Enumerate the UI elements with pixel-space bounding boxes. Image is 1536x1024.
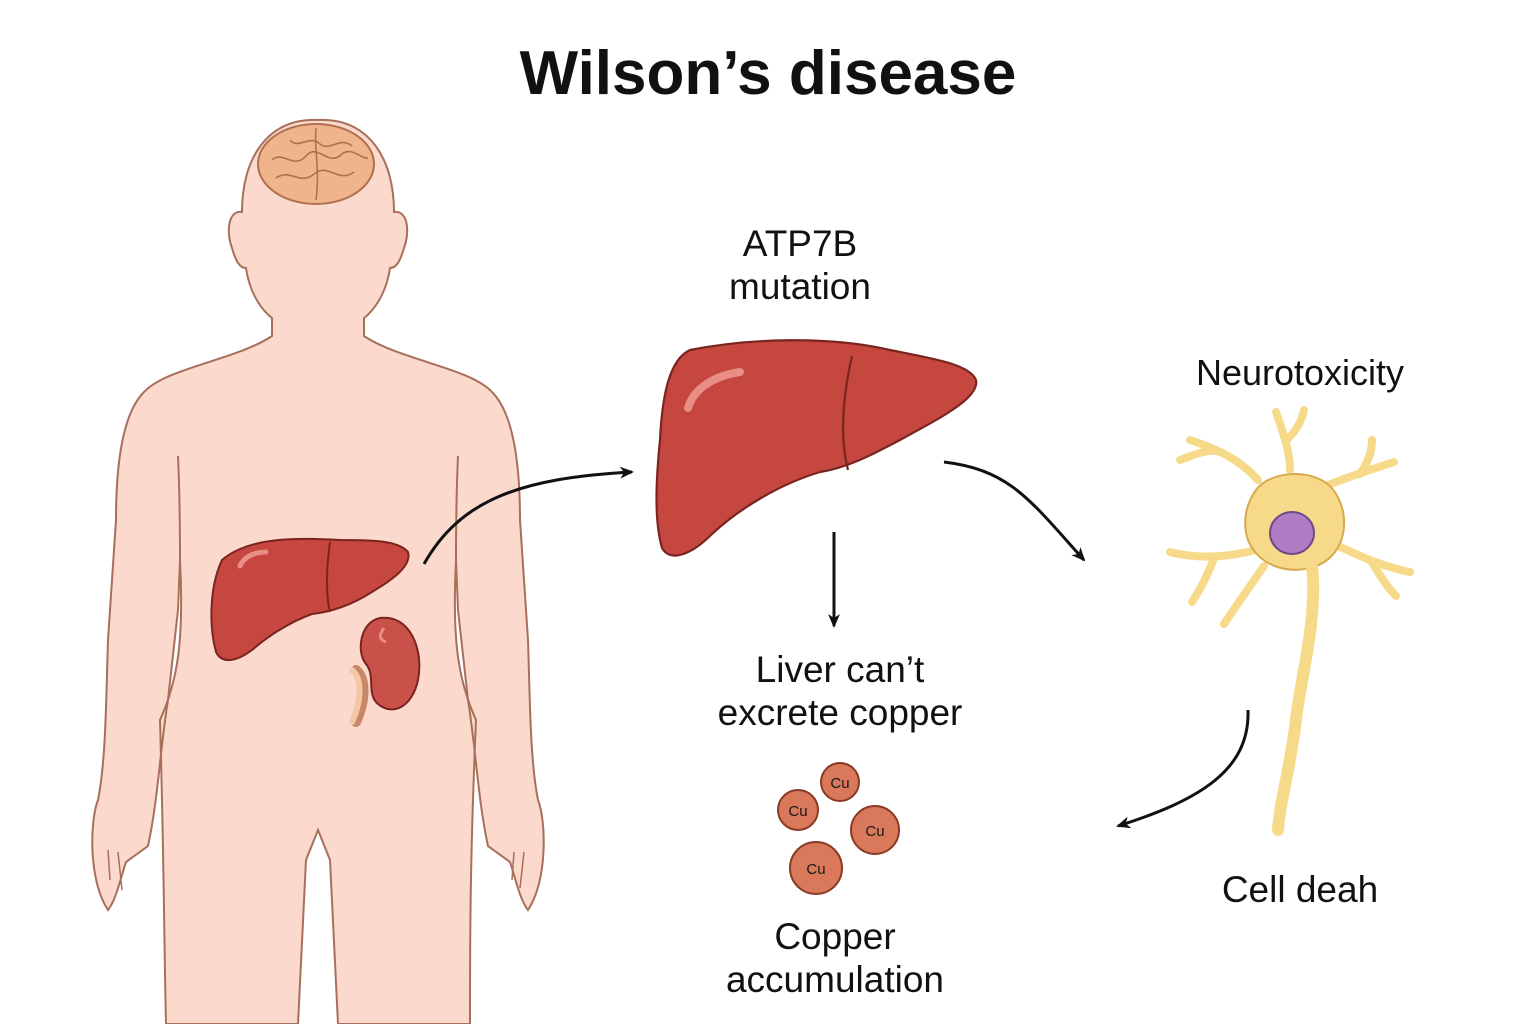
accumulation-label-line1: Copper bbox=[774, 916, 896, 957]
brain bbox=[257, 123, 375, 205]
arrow-body-to-liver bbox=[422, 466, 634, 565]
copper-particle: Cu bbox=[820, 762, 860, 802]
mutation-label-line1: ATP7B bbox=[742, 223, 858, 264]
accumulation-label: Copper accumulation bbox=[640, 915, 1030, 1002]
neurotoxicity-label: Neurotoxicity bbox=[1195, 352, 1405, 393]
svg-text:Cu: Cu bbox=[830, 775, 849, 792]
neuron-nucleus bbox=[1269, 511, 1315, 555]
neuron bbox=[1166, 406, 1414, 836]
arrow-neuron-to-cell-death bbox=[1116, 709, 1250, 829]
mutation-label-line2: mutation bbox=[729, 266, 871, 308]
copper-particle: Cu bbox=[777, 789, 819, 831]
copper-particle: Cu bbox=[789, 841, 843, 895]
accumulation-label-line2: accumulation bbox=[725, 959, 944, 1001]
mutation-label: ATP7B mutation bbox=[650, 222, 950, 309]
arrow-liver-to-neuron bbox=[943, 460, 1086, 562]
cell-death-label: Cell deah bbox=[1221, 869, 1379, 910]
excretion-label-line2: excrete copper bbox=[717, 692, 963, 734]
svg-text:Cu: Cu bbox=[788, 803, 807, 820]
copper-particle: Cu bbox=[850, 805, 900, 855]
excretion-label: Liver can’t excrete copper bbox=[640, 648, 1040, 735]
copper-particles: Cu Cu Cu Cu bbox=[777, 762, 900, 895]
page-title: Wilson’s disease bbox=[519, 39, 1017, 108]
body-liver bbox=[210, 537, 410, 661]
large-liver bbox=[655, 339, 978, 557]
svg-text:Cu: Cu bbox=[806, 861, 825, 878]
kidney bbox=[349, 616, 421, 727]
excretion-label-line1: Liver can’t bbox=[755, 649, 925, 690]
svg-text:Cu: Cu bbox=[865, 823, 884, 840]
